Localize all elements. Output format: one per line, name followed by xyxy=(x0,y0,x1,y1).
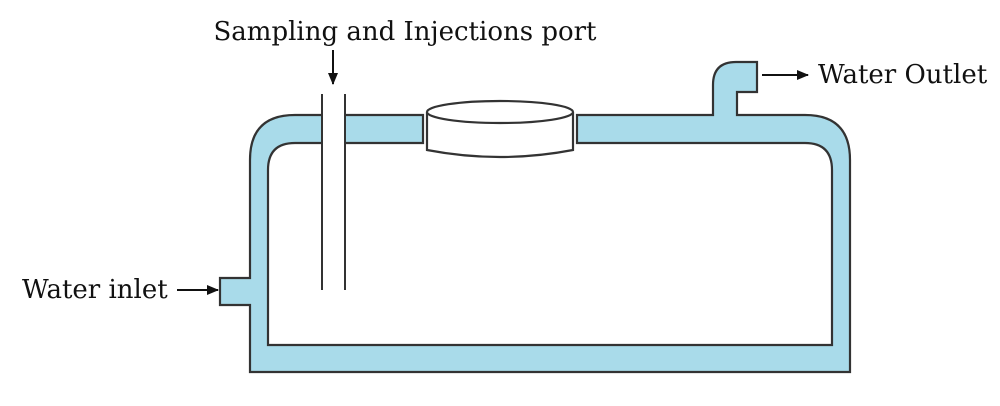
sampling-port-tube xyxy=(321,94,346,290)
sampling-port-label: Sampling and Injections port xyxy=(213,17,597,47)
water-outlet-label: Water Outlet xyxy=(818,60,988,90)
water-inlet-label: Water inlet xyxy=(22,275,168,305)
reservoir-chamber xyxy=(425,99,575,159)
pipe-loop xyxy=(218,60,852,374)
